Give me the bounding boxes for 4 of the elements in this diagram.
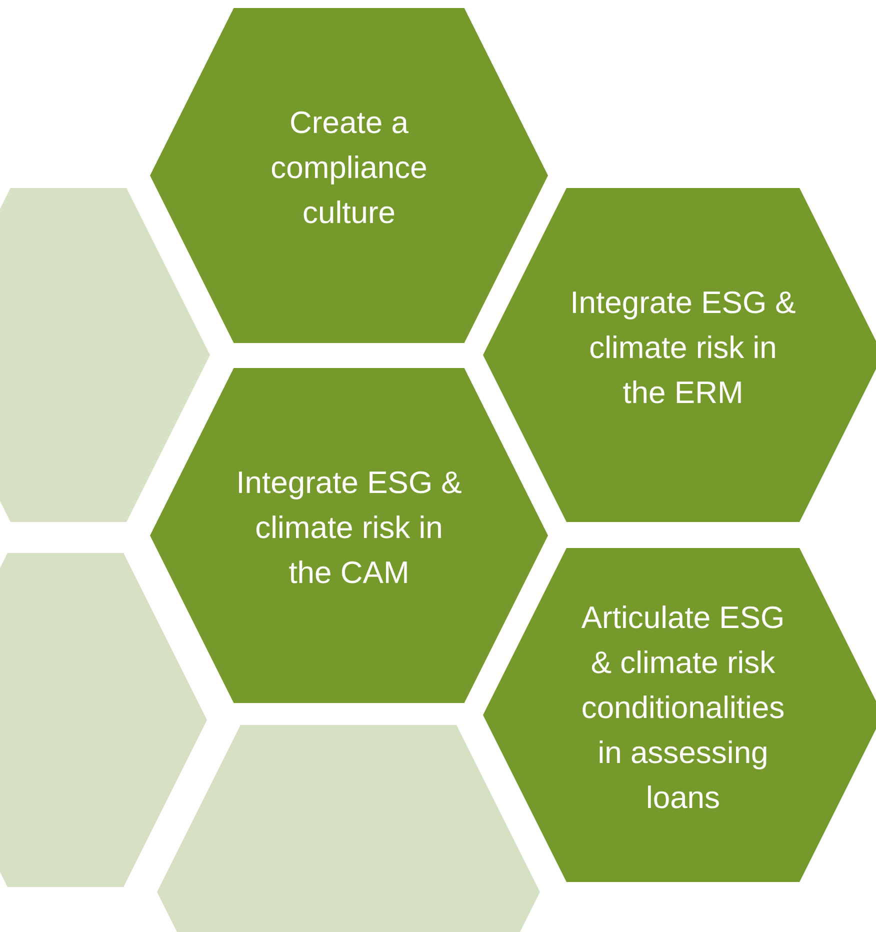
tile-label: Create a compliance culture [270,104,428,232]
tile-label: Integrate ESG & climate risk in the CAM [236,464,462,592]
tile-label: Integrate ESG & climate risk in the ERM [570,284,796,412]
tile-label: Articulate ESG & climate risk conditionalities in assessing loans [580,598,786,816]
